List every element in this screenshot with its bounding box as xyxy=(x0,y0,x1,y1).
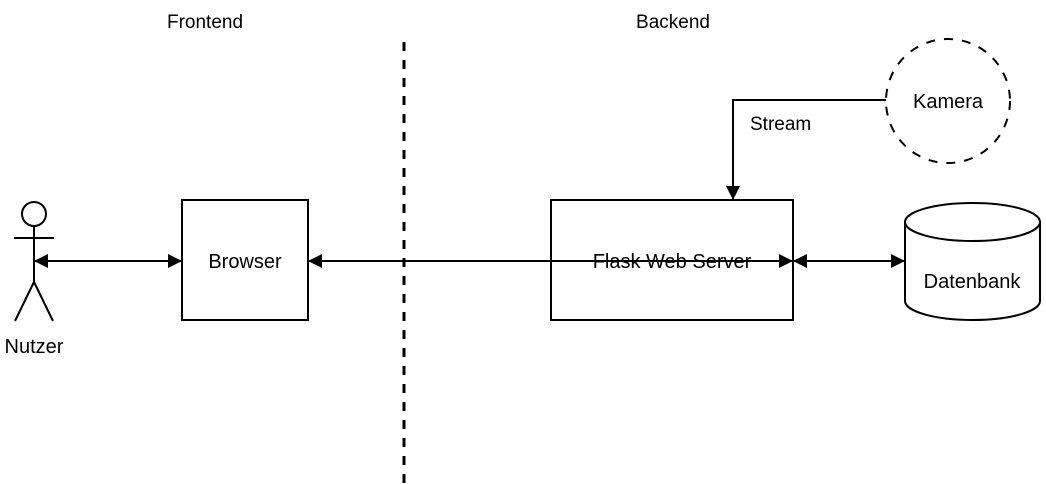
node-datenbank[interactable]: Datenbank xyxy=(904,202,1041,321)
stream-edge-path xyxy=(732,99,886,200)
edge-browser-flask[interactable] xyxy=(308,254,793,268)
node-label-kamera: Kamera xyxy=(913,91,984,113)
node-label-browser: Browser xyxy=(208,251,282,273)
kamera-circle xyxy=(885,38,1011,164)
arrowhead-right-icon xyxy=(779,254,793,268)
lane-label-frontend: Frontend xyxy=(167,12,243,33)
node-label-nutzer: Nutzer xyxy=(5,336,64,358)
browser-box xyxy=(181,199,309,321)
arrowhead-right-icon xyxy=(891,254,905,268)
datenbank-cylinder-body xyxy=(904,221,1041,321)
actor-leg-left-line xyxy=(14,281,35,322)
arrowhead-left-icon xyxy=(793,254,807,268)
actor-leg-right-line xyxy=(33,281,54,322)
arrowhead-left-icon xyxy=(308,254,322,268)
actor-head-icon xyxy=(21,201,47,227)
arrowhead-down-icon xyxy=(726,186,740,200)
edge-kamera-flask[interactable]: Stream xyxy=(726,99,886,200)
edge-flask-datenbank[interactable] xyxy=(793,254,905,268)
edge-nutzer-browser[interactable] xyxy=(34,254,182,268)
edge-label-stream: Stream xyxy=(750,114,811,135)
arrowhead-left-icon xyxy=(34,254,48,268)
node-kamera[interactable]: Kamera xyxy=(885,38,1011,164)
node-browser[interactable]: Browser xyxy=(181,199,309,321)
arrowhead-right-icon xyxy=(168,254,182,268)
node-nutzer[interactable]: Nutzer xyxy=(5,201,64,358)
lane-label-backend: Backend xyxy=(636,12,710,33)
datenbank-cylinder-top xyxy=(904,202,1041,242)
node-label-datenbank: Datenbank xyxy=(924,271,1022,293)
